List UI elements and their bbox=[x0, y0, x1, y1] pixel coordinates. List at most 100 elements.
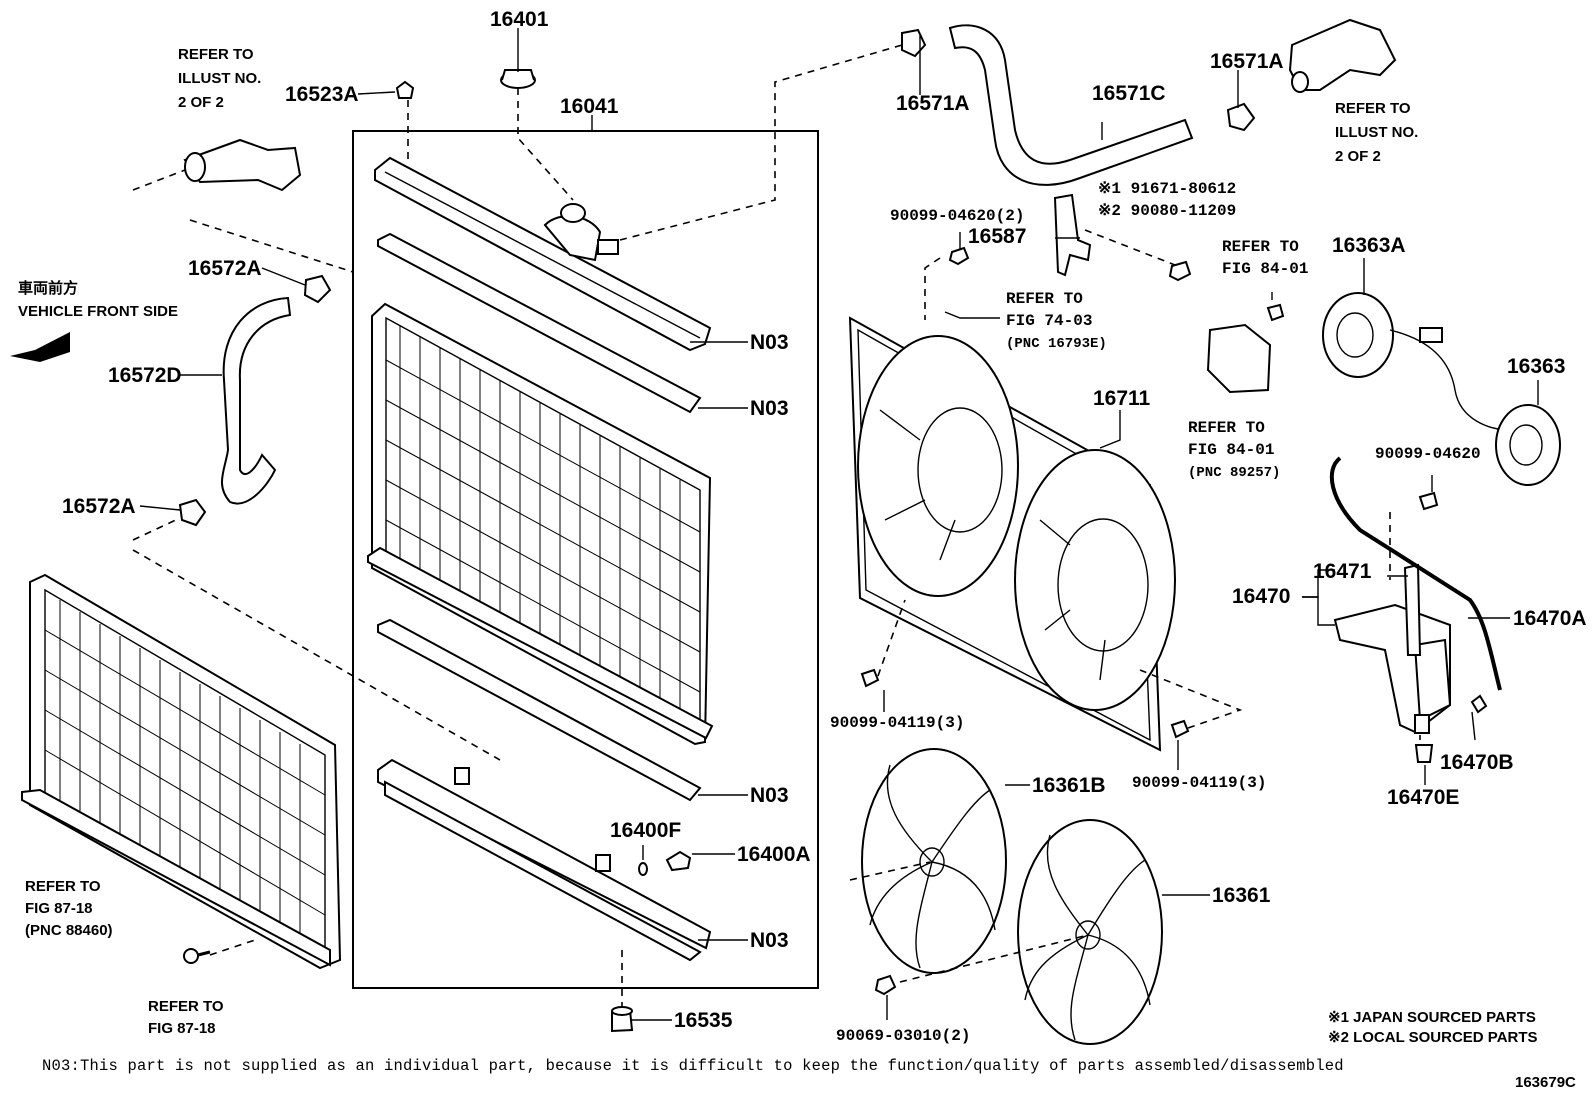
label-16471: 16471 bbox=[1313, 560, 1372, 583]
drain-cock-plug bbox=[665, 850, 692, 872]
note-91671-80612: ※1 91671-80612 bbox=[1098, 180, 1236, 198]
label-16571A-right: 16571A bbox=[1210, 50, 1284, 73]
label-16470: 16470 bbox=[1232, 585, 1290, 608]
label-16587: 16587 bbox=[968, 225, 1026, 248]
label-90099-04119-3-right: 90099-04119(3) bbox=[1132, 774, 1266, 792]
refer-fig-84-01-pnc-line1: REFER TO bbox=[1188, 419, 1265, 437]
refer-fig-84-01-top-line1: REFER TO bbox=[1222, 238, 1299, 256]
radiator-hose-16572D bbox=[220, 296, 292, 505]
label-16571C: 16571C bbox=[1092, 82, 1166, 105]
label-n03-lower-tank: N03 bbox=[750, 929, 789, 952]
radiator-upper-gasket bbox=[377, 232, 702, 414]
refer-fig-87-18-line1: REFER TO bbox=[148, 998, 224, 1015]
refer-illust-right-line1: REFER TO bbox=[1335, 100, 1411, 117]
label-16711: 16711 bbox=[1093, 387, 1151, 410]
label-16523A: 16523A bbox=[285, 83, 359, 106]
reservoir-cap-16471 bbox=[1403, 563, 1422, 656]
label-90099-04620: 90099-04620 bbox=[1375, 445, 1481, 463]
reservoir-grommet-16470E bbox=[1414, 744, 1434, 763]
label-16571A-left: 16571A bbox=[896, 92, 970, 115]
refer-illust-right-line3: 2 OF 2 bbox=[1335, 148, 1381, 165]
connector-lines bbox=[132, 44, 1421, 1008]
resistor-bolt bbox=[1266, 303, 1285, 322]
hose-clamp-16571A-left bbox=[901, 28, 927, 58]
label-16572A-bottom: 16572A bbox=[62, 495, 136, 518]
reservoir-hose-16470A bbox=[1329, 456, 1502, 691]
label-16535: 16535 bbox=[674, 1009, 733, 1032]
fan-motor-16363 bbox=[1495, 404, 1561, 486]
label-16470A: 16470A bbox=[1513, 607, 1587, 630]
refer-illust-left-line3: 2 OF 2 bbox=[178, 94, 224, 111]
refer-fig-84-01-pnc-line2: FIG 84-01 bbox=[1188, 441, 1274, 459]
leader-lines bbox=[139, 28, 1539, 1021]
radiator-core bbox=[367, 302, 714, 746]
label-16361: 16361 bbox=[1212, 884, 1271, 907]
vehicle-front-arrow bbox=[10, 332, 70, 362]
legend-japan-sourced: ※1 JAPAN SOURCED PARTS bbox=[1328, 1009, 1536, 1026]
label-16363A: 16363A bbox=[1332, 234, 1406, 257]
coolant-reservoir bbox=[1333, 603, 1452, 734]
radiator-support-cushion bbox=[611, 1006, 634, 1033]
figure-id: 163679C bbox=[1515, 1074, 1576, 1091]
vehicle-front-jp: 車両前方 bbox=[18, 279, 78, 297]
label-90099-04119-3-left: 90099-04119(3) bbox=[830, 714, 964, 732]
bolt-90099-04620-2 bbox=[948, 246, 970, 266]
water-inlet-pipe-left bbox=[183, 138, 302, 192]
footnote-n03: N03:This part is not supplied as an indi… bbox=[42, 1057, 1344, 1075]
bolt-90099-04119-right bbox=[1170, 719, 1190, 739]
refer-fig-74-03-line3: (PNC 16793E) bbox=[1006, 336, 1107, 352]
drain-o-ring bbox=[638, 862, 648, 876]
refer-illust-left-line1: REFER TO bbox=[178, 46, 254, 63]
reservoir-clip-16470B bbox=[1470, 694, 1488, 714]
refer-fig-87-18-pnc-line1: REFER TO bbox=[25, 878, 101, 895]
water-outlet-right bbox=[1288, 18, 1397, 93]
ac-condenser bbox=[21, 573, 342, 970]
radiator-hose-16571C bbox=[948, 24, 1194, 186]
label-16572A-top: 16572A bbox=[188, 257, 262, 280]
note-90080-11209: ※2 90080-11209 bbox=[1098, 202, 1236, 220]
cooling-fan-16361 bbox=[1017, 819, 1163, 1045]
label-n03-upper-tank: N03 bbox=[750, 331, 789, 354]
refer-fig-74-03-line1: REFER TO bbox=[1006, 290, 1083, 308]
refer-illust-left-line2: ILLUST NO. bbox=[178, 70, 261, 87]
label-90099-04620-2: 90099-04620(2) bbox=[890, 207, 1024, 225]
fan-bracket-16587 bbox=[1053, 193, 1092, 277]
refer-fig-87-18-pnc-line3: (PNC 88460) bbox=[25, 922, 113, 939]
cooling-fan-16361B bbox=[861, 748, 1007, 974]
radiator-lower-tank bbox=[377, 758, 712, 962]
fan-motor-16363A bbox=[1322, 292, 1511, 431]
hose-clamp-16572A-top bbox=[303, 274, 332, 304]
radiator-assembly-frame bbox=[352, 130, 819, 989]
label-16363: 16363 bbox=[1507, 355, 1565, 378]
label-16470B: 16470B bbox=[1440, 751, 1514, 774]
hose-clamp-16571A-right bbox=[1226, 102, 1256, 132]
label-90069-03010-2: 90069-03010(2) bbox=[836, 1027, 970, 1045]
bolt-90099-04620 bbox=[1418, 491, 1439, 511]
label-16400A: 16400A bbox=[737, 843, 811, 866]
label-16361B: 16361B bbox=[1032, 774, 1106, 797]
hose-clamp-16572A-bottom bbox=[178, 498, 207, 527]
label-n03-upper-gasket: N03 bbox=[750, 397, 789, 420]
refer-fig-84-01-pnc-line3: (PNC 89257) bbox=[1188, 465, 1280, 481]
label-16400F: 16400F bbox=[610, 819, 681, 842]
radiator-lower-gasket bbox=[377, 618, 702, 802]
screw-91671-80612 bbox=[1168, 260, 1192, 282]
fan-resistor bbox=[1206, 323, 1272, 394]
refer-fig-84-01-top-line2: FIG 84-01 bbox=[1222, 260, 1308, 278]
label-16572D: 16572D bbox=[108, 364, 182, 387]
refer-fig-74-03-line2: FIG 74-03 bbox=[1006, 312, 1092, 330]
vehicle-front-en: VEHICLE FRONT SIDE bbox=[18, 303, 178, 320]
refer-fig-87-18-line2: FIG 87-18 bbox=[148, 1020, 216, 1037]
label-n03-lower-gasket: N03 bbox=[750, 784, 789, 807]
fan-nut-90069-03010-2 bbox=[874, 974, 897, 996]
condenser-bolt bbox=[183, 948, 211, 964]
label-16401: 16401 bbox=[490, 8, 549, 31]
bolt-90099-04119-left bbox=[860, 668, 880, 688]
label-16470E: 16470E bbox=[1387, 786, 1459, 809]
radiator-clip-16523A bbox=[395, 80, 415, 99]
refer-fig-87-18-pnc-line2: FIG 87-18 bbox=[25, 900, 93, 917]
label-16041: 16041 bbox=[560, 95, 619, 118]
refer-illust-right-line2: ILLUST NO. bbox=[1335, 124, 1418, 141]
legend-local-sourced: ※2 LOCAL SOURCED PARTS bbox=[1328, 1029, 1538, 1046]
